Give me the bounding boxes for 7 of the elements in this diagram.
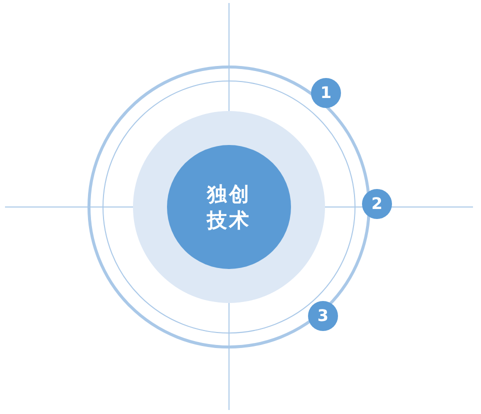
- number-label: 2: [371, 194, 383, 214]
- number-label: 1: [320, 82, 332, 104]
- number-badge: [362, 189, 392, 219]
- number-label: 3: [317, 306, 329, 326]
- center-label: 独创技术: [206, 181, 252, 233]
- number-badge: [308, 301, 338, 331]
- number-badge: [311, 78, 341, 108]
